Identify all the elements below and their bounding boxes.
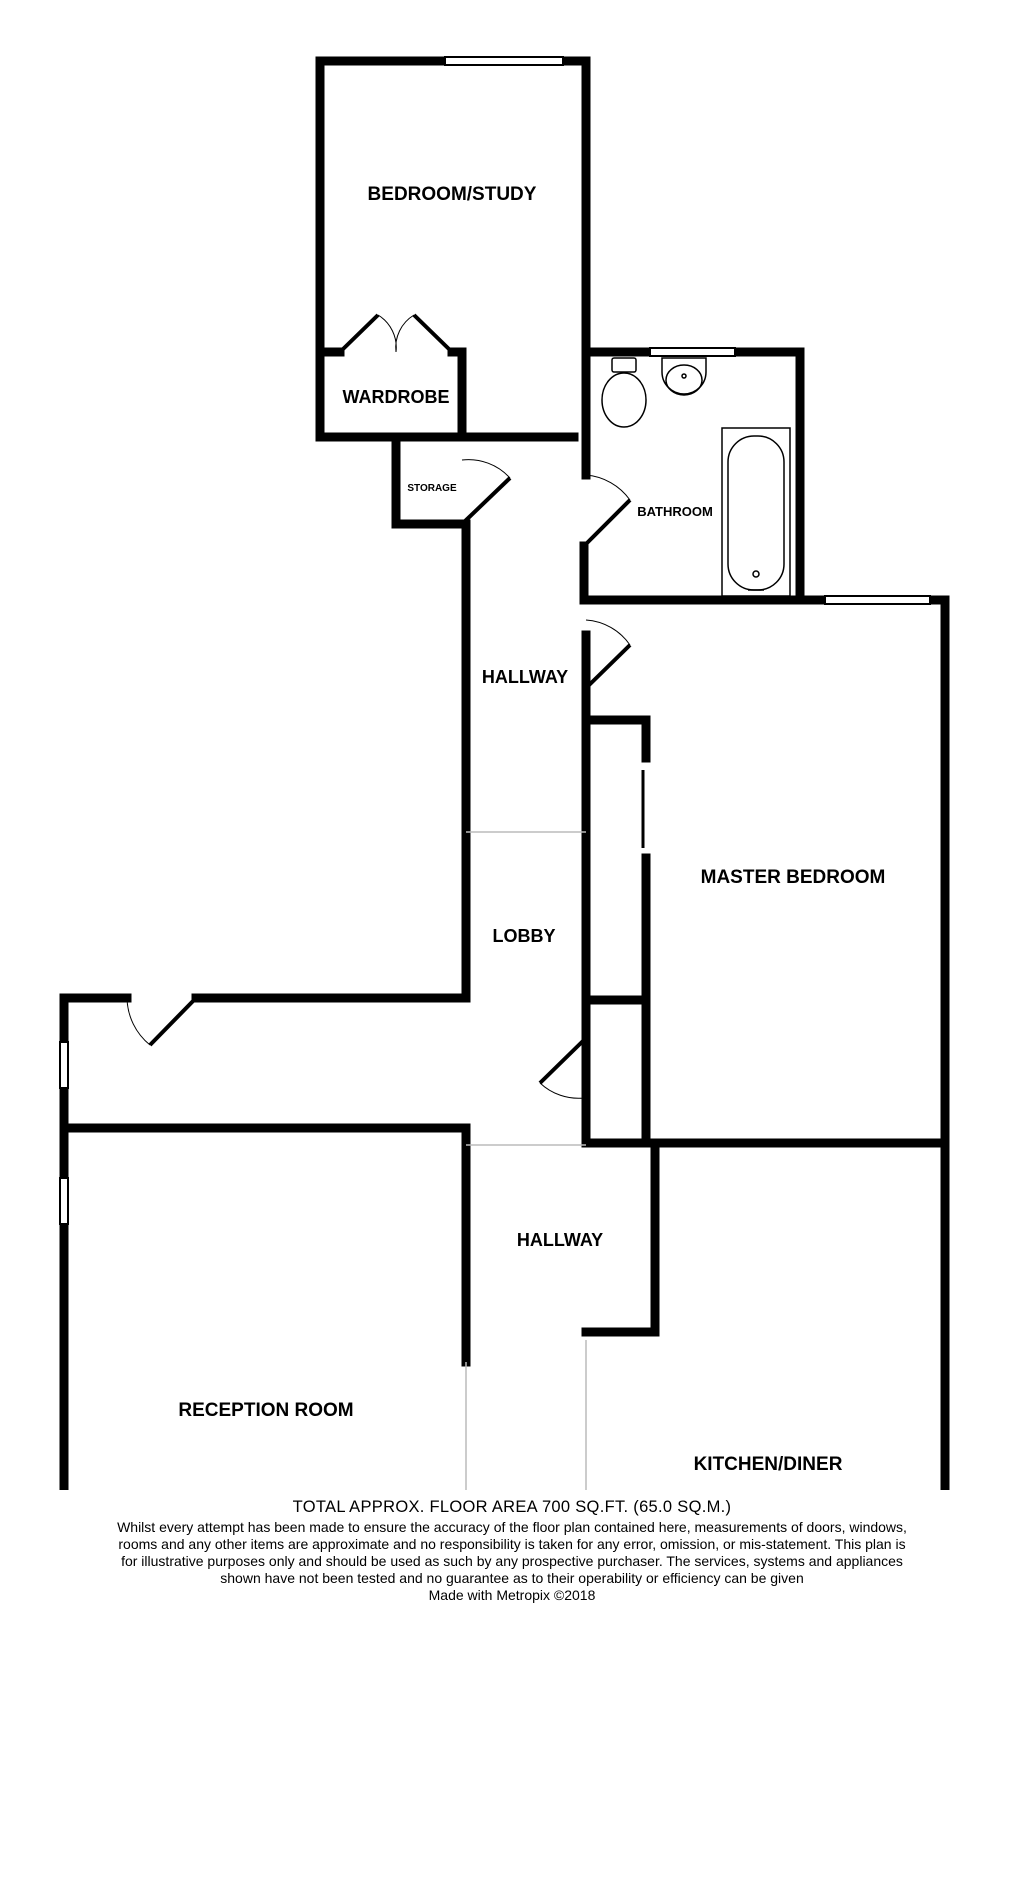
doors [126,313,651,1099]
room-label-kitchen-diner: KITCHEN/DINER [694,1454,843,1475]
footer: TOTAL APPROX. FLOOR AREA 700 SQ.FT. (65.… [0,1498,1024,1604]
room-label-wardrobe: WARDROBE [343,387,450,407]
windows [59,56,931,1225]
credit-text: Made with Metropix ©2018 [428,1587,596,1603]
total-floor-area: TOTAL APPROX. FLOOR AREA 700 SQ.FT. (65.… [292,1498,732,1516]
room-label-lobby: LOBBY [493,926,556,946]
floor-plan: BEDROOM/STUDY WARDROBE STORAGE BATHROOM … [59,56,950,1490]
room-label-hallway-upper: HALLWAY [482,667,568,687]
room-label-reception-room: RECEPTION ROOM [178,1400,353,1421]
room-label-master-bedroom: MASTER BEDROOM [701,867,886,888]
room-label-bedroom-study: BEDROOM/STUDY [368,184,537,205]
disclaimer-text: Whilst every attempt has been made to en… [117,1519,907,1586]
room-label-bathroom: BATHROOM [637,504,713,519]
walls [59,56,950,1490]
bathroom-fixtures [601,357,791,597]
open-dividers [465,831,587,1490]
room-label-storage: STORAGE [407,483,457,494]
room-label-hallway-lower: HALLWAY [517,1230,603,1250]
